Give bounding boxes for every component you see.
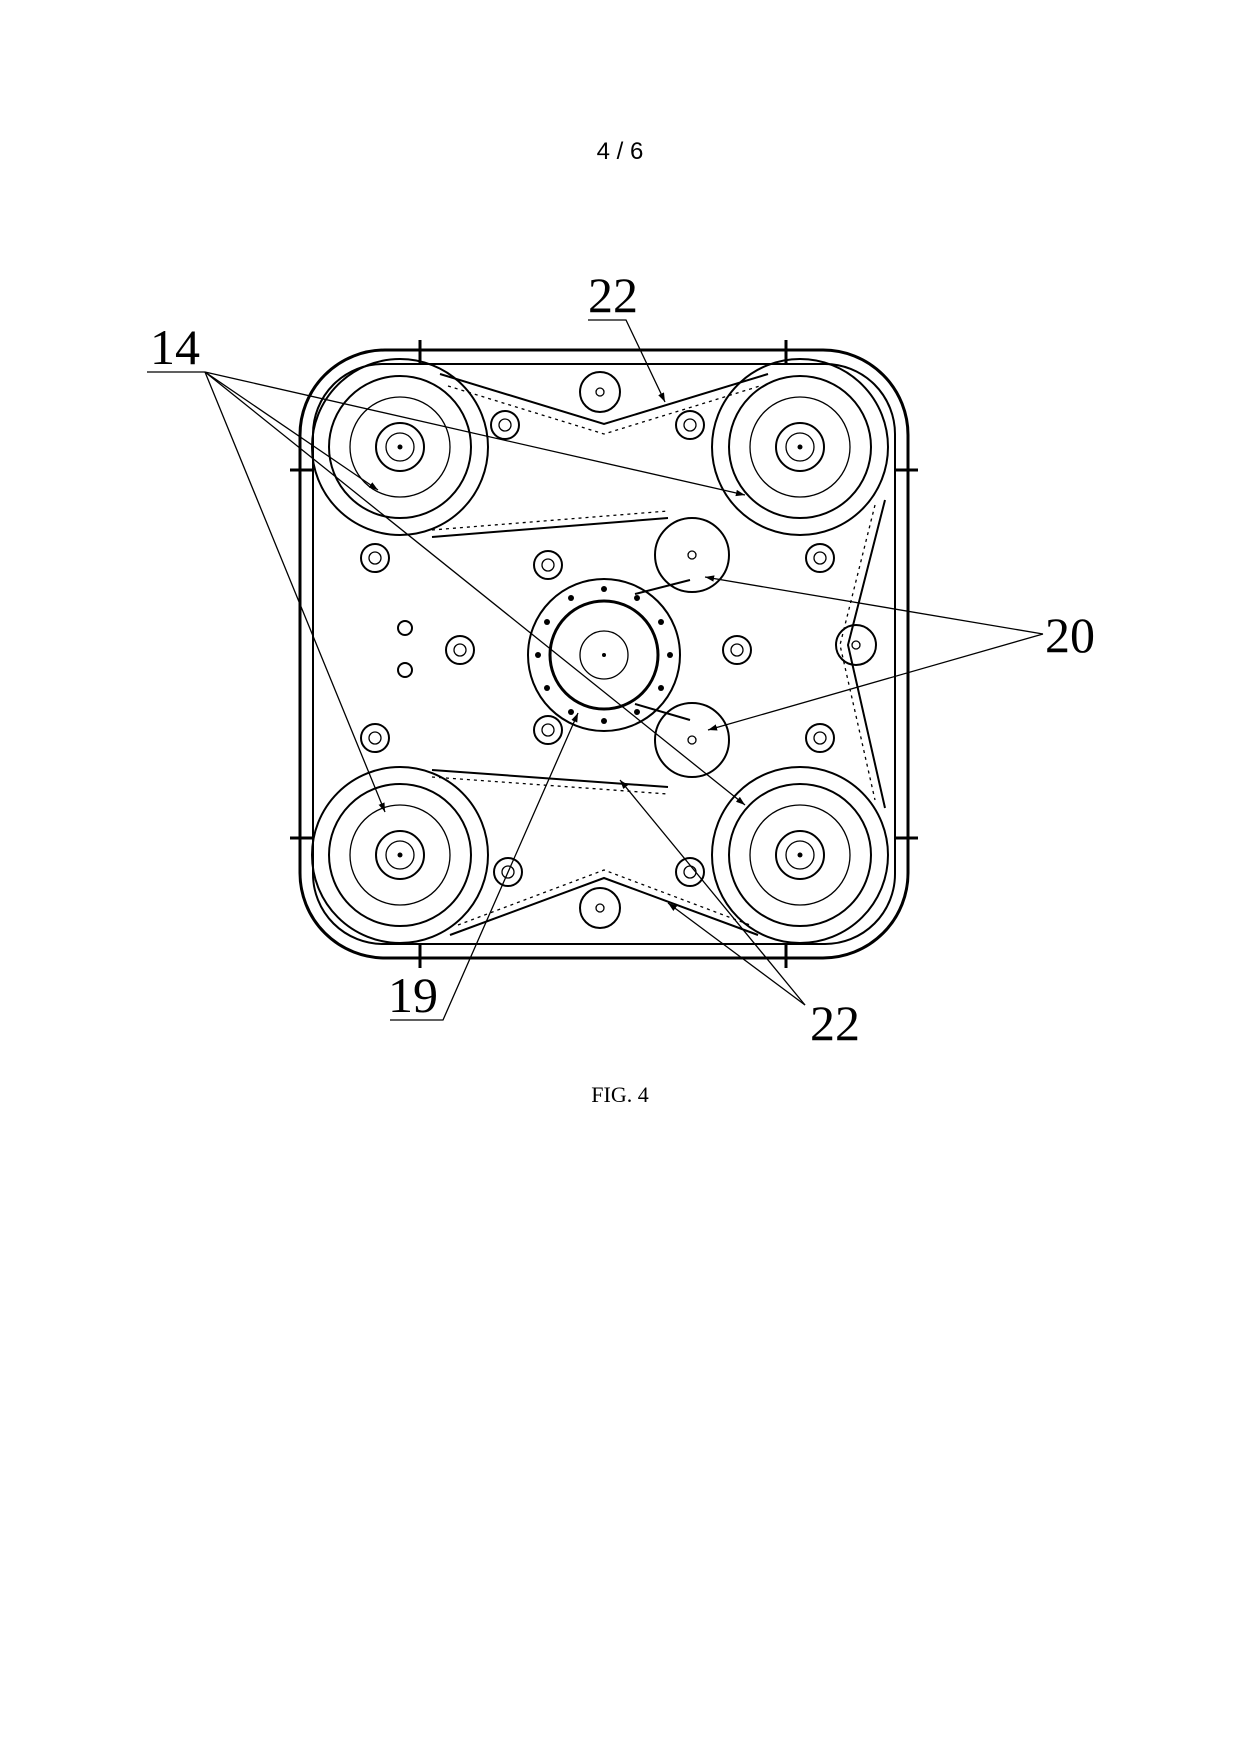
mounting-lugs — [290, 340, 918, 968]
leader-lines — [147, 319, 1044, 1021]
page-number: 4 / 6 — [596, 138, 644, 165]
label-20: 20 — [1045, 607, 1095, 663]
toothed-belt-bottom — [449, 869, 759, 936]
label-22-top: 22 — [588, 267, 638, 323]
label-19: 19 — [388, 967, 438, 1023]
bolt-circle — [535, 586, 673, 724]
figure-caption: FIG. 4 — [591, 1082, 649, 1107]
belt-idler-right — [835, 624, 877, 666]
main-pulley-bottom-left — [311, 766, 489, 944]
belt-idler-top — [579, 371, 621, 413]
label-22-bottom: 22 — [810, 995, 860, 1051]
belt-idler-bottom — [579, 887, 621, 929]
main-pulley-top-right — [711, 358, 889, 536]
tension-wheel-upper — [654, 517, 730, 593]
toothed-belt-top — [439, 373, 769, 435]
housing-frame — [290, 340, 918, 968]
label-14: 14 — [150, 319, 200, 375]
toothed-belt-right — [839, 499, 886, 809]
main-pulley-top-left — [311, 358, 489, 536]
main-pulley-bottom-right — [711, 766, 889, 944]
tension-wheel-lower — [654, 702, 730, 778]
housing-bosses — [360, 410, 835, 887]
central-drive-wheel — [527, 578, 681, 732]
